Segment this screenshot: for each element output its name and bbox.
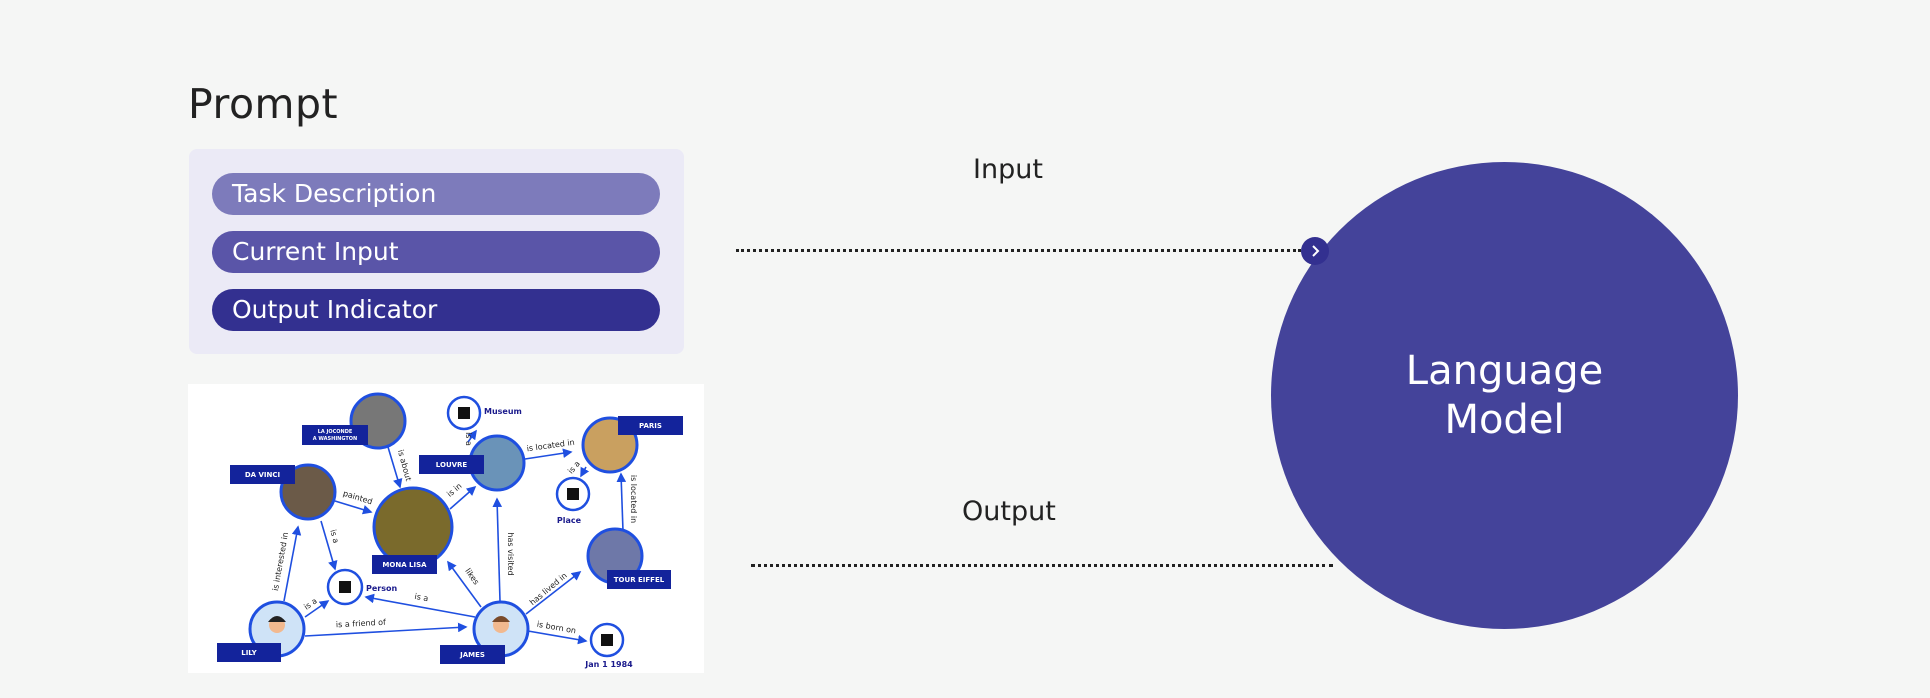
edge-label: is located in: [629, 475, 638, 523]
node-label: JAMES: [459, 651, 485, 659]
edge-louvre-museum: is a: [464, 429, 477, 446]
edge-arrow: [525, 571, 582, 615]
node-label-box: [372, 555, 437, 574]
node-place: Place: [555, 476, 591, 525]
node-label-box: [607, 570, 671, 589]
building-icon-glyph: [567, 488, 579, 500]
node-person: Person: [326, 568, 397, 606]
edge-paris-place: is a: [566, 459, 590, 478]
edge-james-louvre: has visited: [492, 497, 515, 602]
edge-label: has visited: [506, 532, 515, 575]
edge-james-person: is a: [364, 592, 476, 618]
edge-arrow: [527, 630, 588, 645]
edge-davinci-person: is a: [320, 520, 341, 571]
chevron-right-icon: [1301, 237, 1329, 265]
output-dotted-line: [751, 564, 1333, 567]
node-label-box: [618, 416, 683, 435]
avatar-hair: [492, 616, 510, 622]
edge-arrow: [580, 466, 590, 478]
edge-arrow: [304, 600, 330, 618]
node-label-box: [230, 465, 295, 484]
node-paris: PARIS: [581, 416, 683, 474]
edge-arrow: [616, 472, 627, 532]
calendar-icon-glyph: [601, 634, 613, 646]
node-label-box: [217, 643, 281, 662]
edge-label: is located in: [526, 438, 575, 454]
node-label: LOUVRE: [436, 461, 468, 469]
edge-label: is a: [328, 529, 340, 545]
edge-label: is in: [445, 481, 463, 498]
node-label: PARIS: [639, 422, 662, 430]
edge-arrow: [467, 429, 477, 443]
node-label: Place: [557, 516, 582, 525]
input-label: Input: [973, 154, 1043, 185]
edge-arrow: [304, 622, 468, 637]
node-photo: [372, 486, 454, 568]
edge-joconde-monalisa: is about: [387, 446, 413, 489]
edge-arrow: [283, 525, 302, 602]
knowledge-graph: is about is a is located in is a is located …: [217, 392, 683, 669]
edge-label: is about: [396, 449, 413, 482]
edge-louvre-paris: is located in: [524, 438, 575, 460]
node-label: Jan 1 1984: [584, 660, 633, 669]
edge-arrow: [387, 446, 403, 489]
museum-icon-glyph: [458, 407, 470, 419]
edge-lily-davinci: is interested in: [271, 525, 302, 602]
edge-label: is a friend of: [336, 618, 387, 630]
edge-label: is a: [414, 592, 429, 603]
node-label: Museum: [484, 407, 522, 416]
edge-label: is a: [566, 459, 582, 475]
model-label-line2: Model: [1444, 396, 1565, 443]
avatar-hair: [268, 616, 286, 622]
input-dotted-line: [736, 249, 1301, 252]
prompt-title: Prompt: [188, 80, 339, 128]
edge-james-date: is born on: [527, 620, 588, 645]
node-date: Jan 1 1984: [584, 622, 633, 669]
node-eiffel: TOUR EIFFEL: [586, 527, 671, 589]
edge-james-monalisa: likes: [447, 560, 482, 608]
edge-james-eiffel: has lived in: [525, 571, 582, 615]
people-icon-glyph: [339, 581, 351, 593]
edge-arrow: [492, 497, 503, 602]
edge-label: has lived in: [528, 571, 569, 607]
edge-lily-person: is a: [302, 596, 330, 618]
edge-arrow: [447, 560, 482, 608]
output-label: Output: [962, 496, 1056, 527]
node-label: MONA LISA: [382, 561, 427, 569]
node-monalisa: MONA LISA: [372, 486, 454, 574]
edge-lily-james: is a friend of: [304, 618, 468, 637]
edge-arrow: [364, 593, 476, 618]
task-description-block: Task Description: [212, 173, 660, 215]
current-input-block: Current Input: [212, 231, 660, 273]
node-label: Person: [366, 584, 397, 593]
prompt-panel: Task Description Current Input Output In…: [189, 149, 684, 354]
edge-arrow: [334, 500, 373, 515]
output-indicator-block: Output Indicator: [212, 289, 660, 331]
edge-label: is a: [464, 432, 473, 446]
node-label: LILY: [241, 649, 257, 657]
node-james: JAMES: [440, 600, 530, 664]
node-louvre: LOUVRE: [419, 434, 526, 492]
node-label-box: [302, 425, 368, 445]
node-label-box: [419, 455, 484, 474]
edge-eiffel-paris: is located in: [616, 472, 638, 532]
edge-arrow: [449, 485, 477, 510]
node-museum: Museum: [446, 395, 522, 431]
node-label: TOUR EIFFEL: [614, 576, 665, 584]
model-label-line1: Language: [1405, 347, 1604, 394]
knowledge-graph-image: is about is a is located in is a is located …: [188, 384, 704, 673]
edge-davinci-monalisa: painted: [334, 489, 374, 515]
edge-arrow: [320, 520, 338, 571]
node-label: DA VINCI: [245, 471, 280, 479]
edge-monalisa-louvre: is in: [445, 481, 477, 510]
node-lily: LILY: [217, 600, 306, 662]
edge-arrow: [524, 448, 573, 460]
node-davinci: DA VINCI: [230, 463, 337, 521]
edge-label: likes: [463, 567, 481, 587]
node-label-box: [440, 645, 505, 664]
